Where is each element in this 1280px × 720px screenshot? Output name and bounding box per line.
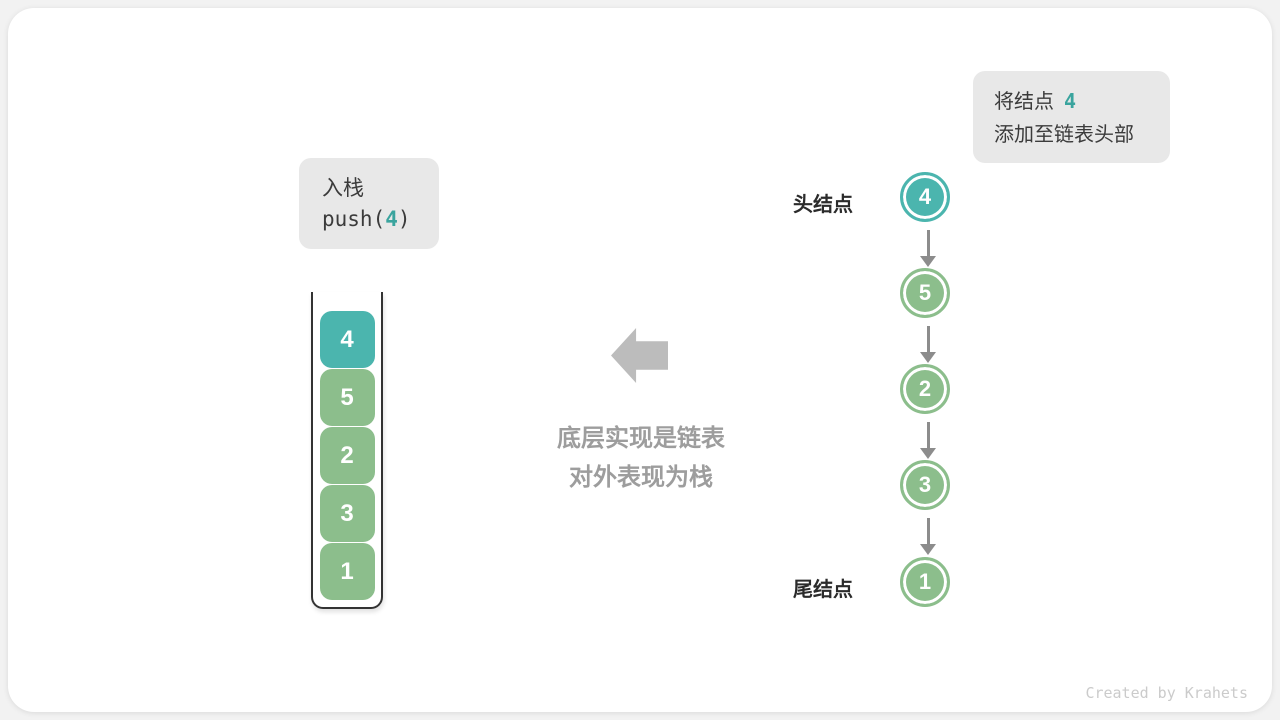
stack-container: 4 5 2 3 1	[311, 292, 383, 609]
center-note-line1: 底层实现是链表	[557, 425, 725, 452]
linked-list-node: 1	[900, 557, 950, 607]
arrow-down-icon	[920, 230, 936, 267]
push-operation-label-box: 入栈 push(4)	[299, 158, 439, 249]
credit-text: Created by Krahets	[1085, 684, 1248, 702]
stack-block: 5	[319, 369, 375, 426]
stack-block: 3	[319, 485, 375, 542]
stack-block: 2	[319, 427, 375, 484]
push-operation-code: push(4)	[322, 207, 411, 231]
annotation-node-value: 4	[1064, 89, 1077, 113]
arrow-down-icon	[920, 422, 936, 459]
tail-node-label: 尾结点	[793, 579, 853, 601]
annotation-line2: 添加至链表头部	[994, 124, 1134, 146]
linked-list-node: 5	[900, 268, 950, 318]
stack-block-top: 4	[319, 311, 375, 368]
head-node-label: 头结点	[793, 194, 853, 216]
arrow-down-icon	[920, 326, 936, 363]
stack-block: 1	[319, 543, 375, 600]
left-block-arrow-icon	[611, 328, 668, 383]
push-arg-value: 4	[385, 207, 398, 231]
linked-list-node: 2	[900, 364, 950, 414]
center-note: 底层实现是链表 对外表现为栈	[516, 419, 766, 497]
linked-list-node: 4	[900, 172, 950, 222]
arrow-down-icon	[920, 518, 936, 555]
push-operation-title: 入栈	[322, 177, 364, 200]
linked-list-node: 3	[900, 460, 950, 510]
center-note-line2: 对外表现为栈	[569, 464, 713, 491]
